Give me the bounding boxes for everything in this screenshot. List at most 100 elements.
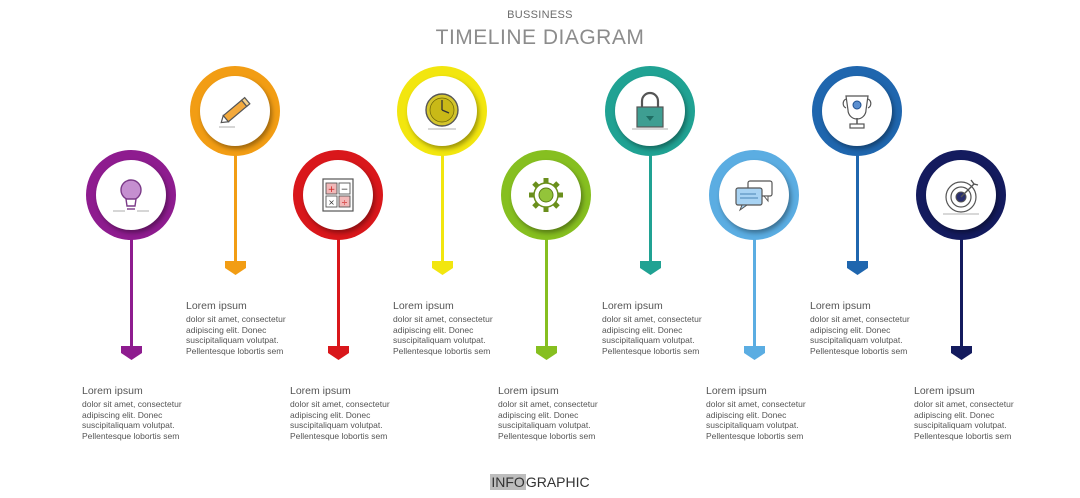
- step-body-line: dolor sit amet, consectetur: [82, 399, 182, 409]
- arrow-down-icon: [225, 261, 246, 275]
- step-ring: [501, 150, 591, 240]
- step-body-line: Pellentesque lobortis sem: [810, 345, 908, 356]
- step-body-line: suscipitaliquam volutpat.: [82, 420, 175, 430]
- arrow-down-icon: [640, 261, 661, 275]
- connector-line: [441, 111, 444, 261]
- step-body-line: adipiscing elit. Donec: [706, 409, 787, 420]
- footer-rest: GRAPHIC: [525, 474, 590, 490]
- arrow-down-icon: [432, 261, 453, 275]
- connector-line: [130, 195, 133, 346]
- step-body-line: suscipitaliquam volutpat.: [602, 335, 695, 345]
- footer-highlight: INFO: [490, 474, 526, 490]
- icon-disc: [511, 160, 581, 230]
- connector-line: [753, 195, 756, 346]
- connector-line: [337, 195, 340, 346]
- step-heading: Lorem ipsum: [498, 385, 559, 397]
- step-body-line: suscipitaliquam volutpat.: [706, 420, 799, 430]
- connector-line: [545, 195, 548, 346]
- step-body-line: Pellentesque lobortis sem: [914, 430, 1012, 441]
- step-heading: Lorem ipsum: [82, 385, 143, 397]
- step-body-line: Pellentesque lobortis sem: [602, 345, 700, 356]
- timeline-step: [916, 150, 1006, 360]
- icon-disc: [96, 160, 166, 230]
- step-body-line: adipiscing elit. Donec: [498, 409, 579, 420]
- step-body-line: Pellentesque lobortis sem: [186, 345, 284, 356]
- page-title: TIMELINE DIAGRAM: [435, 26, 645, 49]
- arrow-down-icon: [536, 346, 557, 360]
- padlock-icon: [632, 91, 668, 130]
- step-body-line: suscipitaliquam volutpat.: [914, 420, 1007, 430]
- step-ring: [190, 66, 280, 156]
- step-body-line: adipiscing elit. Donec: [602, 324, 683, 335]
- step-body-line: dolor sit amet, consectetur: [290, 399, 390, 409]
- step-body-line: adipiscing elit. Donec: [82, 409, 163, 420]
- arrow-down-icon: [328, 346, 349, 360]
- icon-disc: [615, 76, 685, 146]
- step-ring: +−×÷: [293, 150, 383, 240]
- timeline-step: [605, 66, 695, 275]
- step-body-line: dolor sit amet, consectetur: [393, 314, 493, 324]
- svg-text:×: ×: [328, 198, 335, 207]
- step-heading: Lorem ipsum: [290, 385, 351, 397]
- calculator-icon: +−×÷: [322, 178, 354, 212]
- arrow-down-icon: [744, 346, 765, 360]
- connector-line: [960, 195, 963, 346]
- step-ring: [397, 66, 487, 156]
- icon-disc: [926, 160, 996, 230]
- timeline-step: [501, 150, 591, 360]
- timeline-step: [397, 66, 487, 275]
- step-body-line: adipiscing elit. Donec: [810, 324, 891, 335]
- timeline-step: [190, 66, 280, 275]
- step-body-line: suscipitaliquam volutpat.: [498, 420, 591, 430]
- step-ring: [709, 150, 799, 240]
- step-body-line: suscipitaliquam volutpat.: [186, 335, 279, 345]
- step-ring: [916, 150, 1006, 240]
- step-body-line: Pellentesque lobortis sem: [290, 430, 388, 441]
- step-heading: Lorem ipsum: [706, 385, 767, 397]
- step-heading: Lorem ipsum: [186, 300, 247, 312]
- trophy-icon: [842, 95, 872, 129]
- gear-icon: [529, 178, 563, 212]
- lightbulb-icon: [113, 179, 149, 212]
- chat-icon: [735, 180, 773, 212]
- step-body-line: Pellentesque lobortis sem: [82, 430, 180, 441]
- step-body-line: suscipitaliquam volutpat.: [290, 420, 383, 430]
- clock-icon: [425, 93, 459, 130]
- arrow-down-icon: [951, 346, 972, 360]
- step-body-line: dolor sit amet, consectetur: [602, 314, 702, 324]
- icon-disc: [200, 76, 270, 146]
- step-body-line: adipiscing elit. Donec: [290, 409, 371, 420]
- step-body-line: dolor sit amet, consectetur: [706, 399, 806, 409]
- connector-line: [234, 111, 237, 261]
- step-ring: [605, 66, 695, 156]
- step-body-line: adipiscing elit. Donec: [914, 409, 995, 420]
- pencil-icon: [219, 96, 251, 128]
- icon-disc: +−×÷: [303, 160, 373, 230]
- svg-text:−: −: [341, 185, 349, 195]
- connector-line: [649, 111, 652, 261]
- timeline-step: +−×÷: [293, 150, 383, 360]
- footer-label: INFOGRAPHIC: [0, 474, 1080, 490]
- arrow-down-icon: [847, 261, 868, 275]
- icon-disc: [407, 76, 477, 146]
- timeline-step: [86, 150, 176, 360]
- step-body-line: dolor sit amet, consectetur: [914, 399, 1014, 409]
- step-body-line: suscipitaliquam volutpat.: [810, 335, 903, 345]
- icon-disc: [719, 160, 789, 230]
- step-body-line: dolor sit amet, consectetur: [186, 314, 286, 324]
- step-body-line: dolor sit amet, consectetur: [498, 399, 598, 409]
- step-body-line: adipiscing elit. Donec: [186, 324, 267, 335]
- icon-disc: [822, 76, 892, 146]
- step-body-line: Pellentesque lobortis sem: [498, 430, 596, 441]
- step-body-line: Pellentesque lobortis sem: [706, 430, 804, 441]
- svg-text:÷: ÷: [341, 198, 348, 207]
- timeline-step: [709, 150, 799, 360]
- step-body-line: dolor sit amet, consectetur: [810, 314, 910, 324]
